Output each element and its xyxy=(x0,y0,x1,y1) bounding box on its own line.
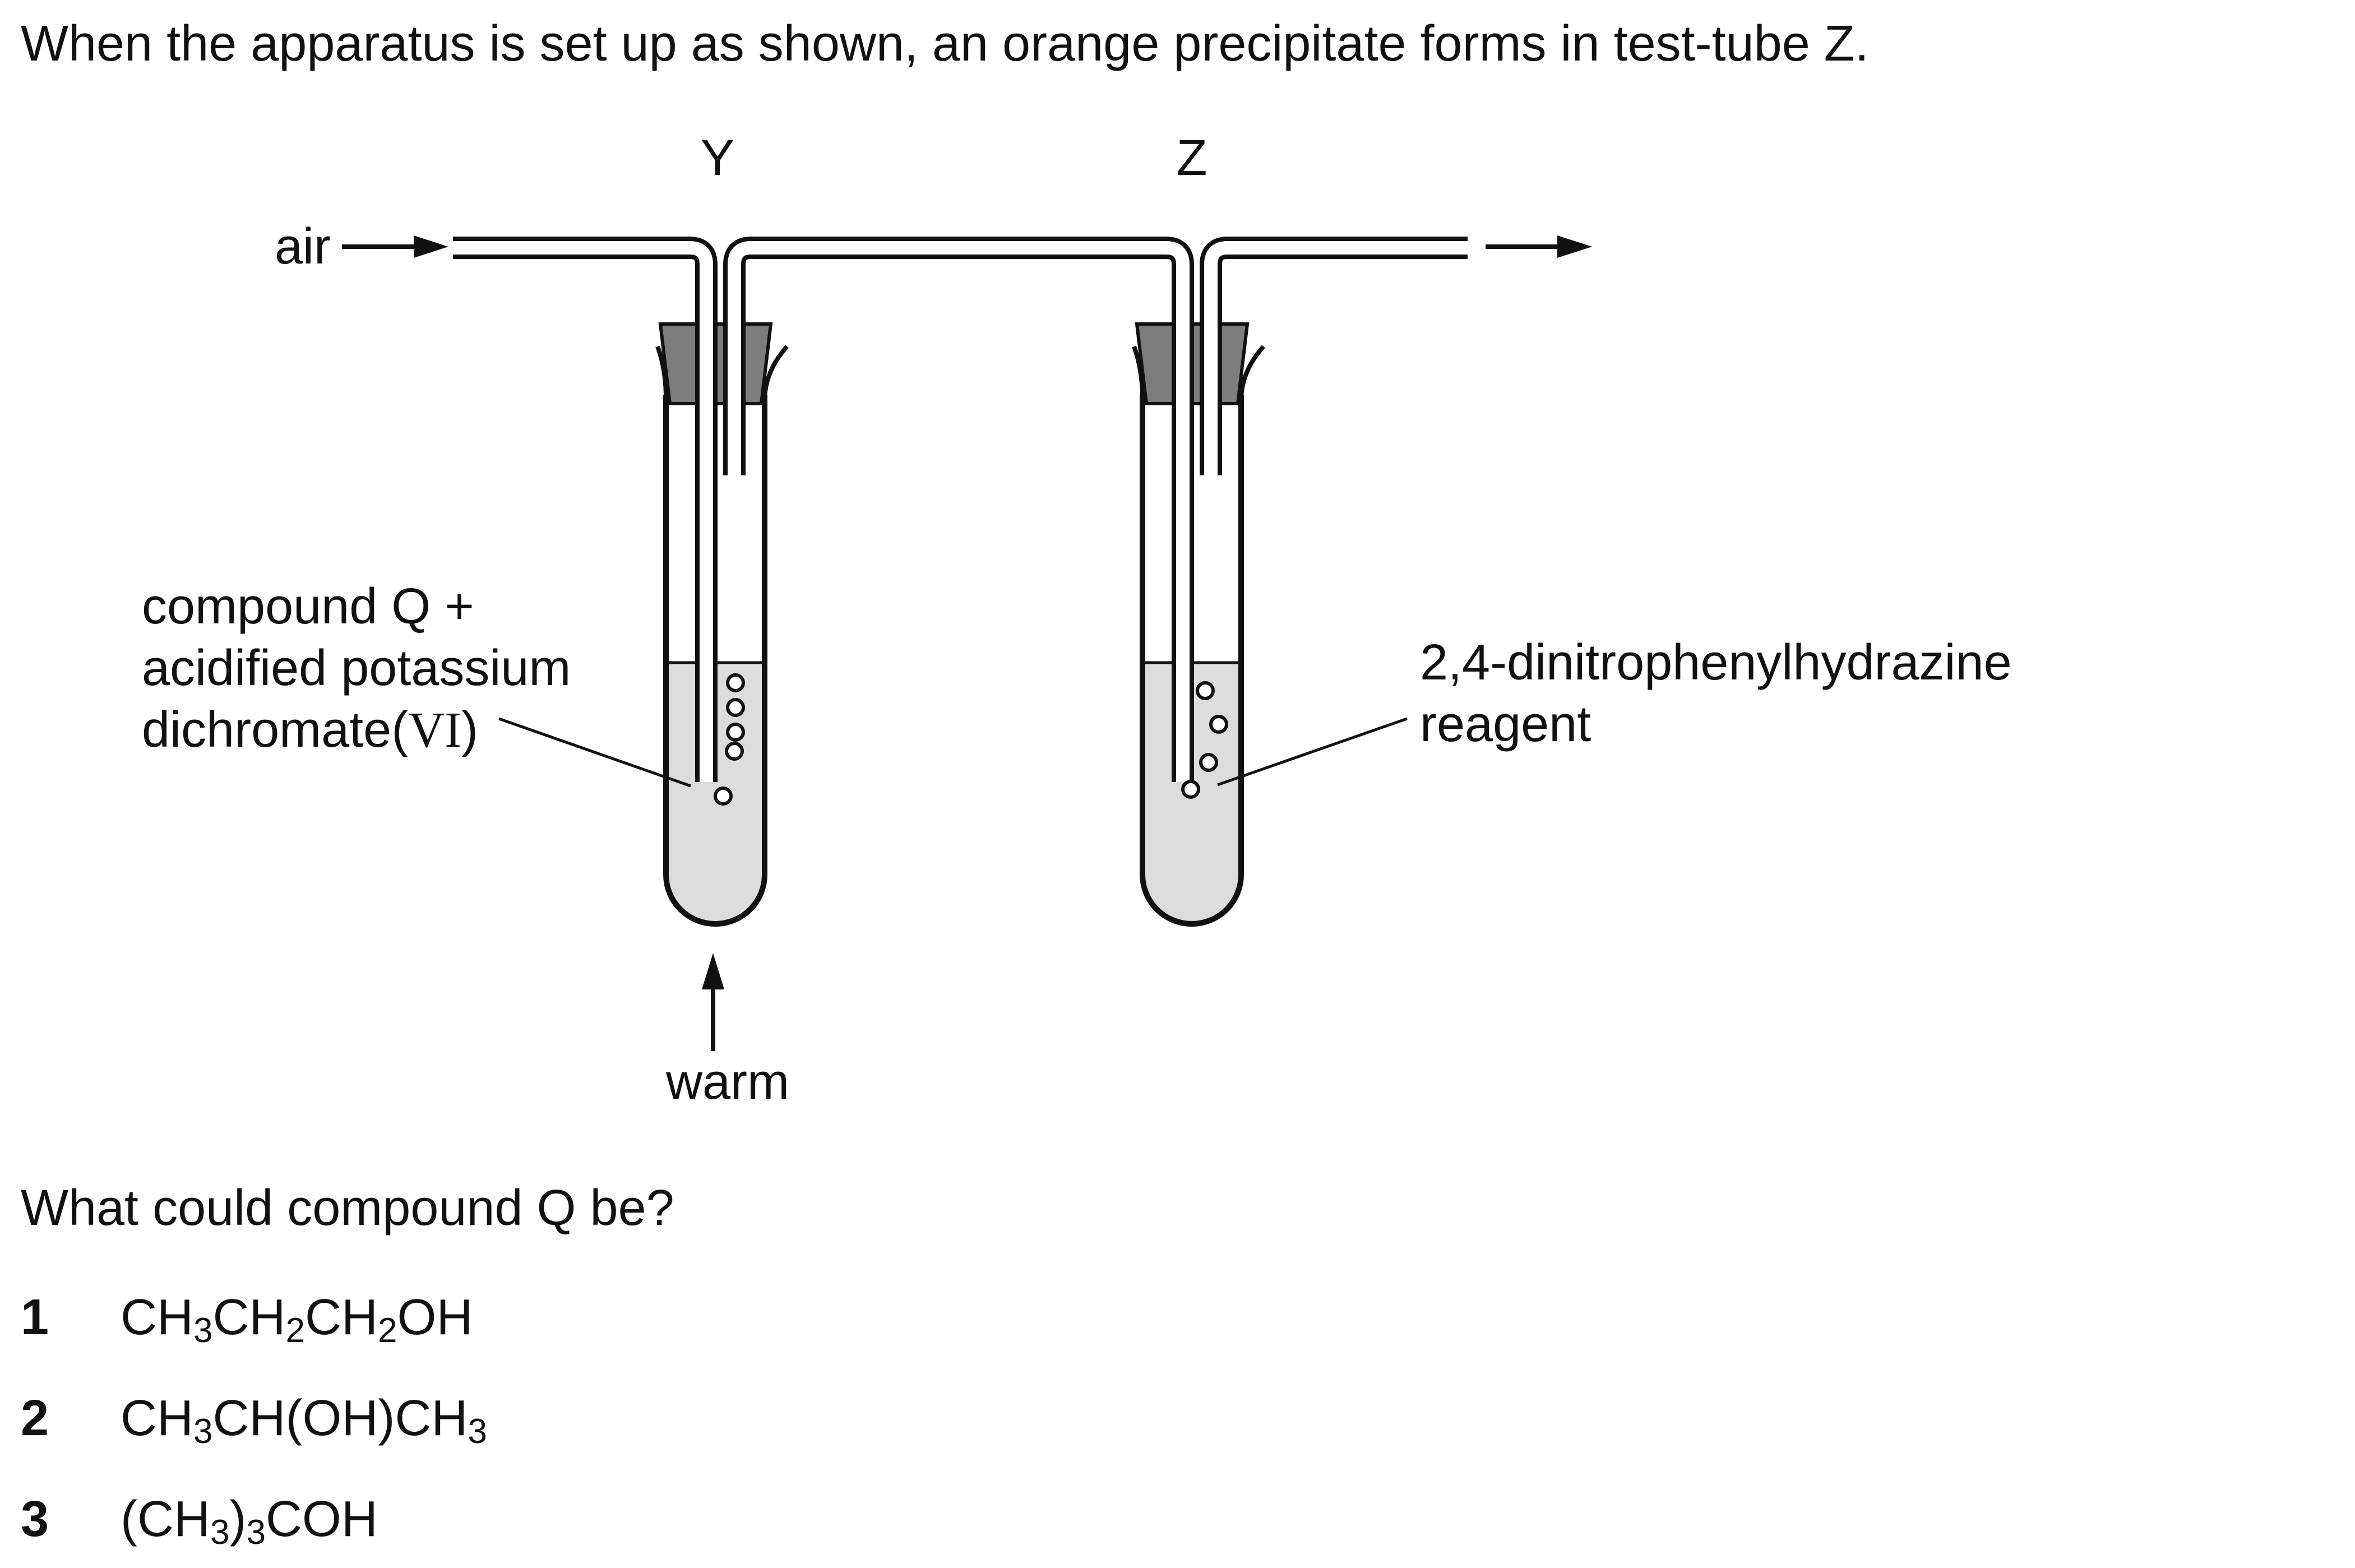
formula-part: 3 xyxy=(210,1513,230,1552)
label-warm: warm xyxy=(665,1054,789,1110)
label-z: Z xyxy=(1177,130,1207,186)
left-label-line3-end: ) xyxy=(461,702,478,758)
left-label-leader xyxy=(498,717,691,788)
test-tube-z-outline xyxy=(1140,395,1244,927)
test-tube-z xyxy=(1132,322,1265,927)
option-3-number: 3 xyxy=(21,1491,49,1547)
formula-part: 3 xyxy=(193,1311,213,1350)
outlet-arrow xyxy=(1486,235,1592,258)
left-label-line3: dichromate(VI) xyxy=(142,702,478,758)
formula-part: 2 xyxy=(285,1311,305,1350)
outlet-tube xyxy=(1200,237,1468,475)
option-1-number: 1 xyxy=(21,1289,49,1345)
option-3: 3(CH3)3COH xyxy=(21,1486,378,1553)
option-2-number: 2 xyxy=(21,1390,49,1446)
glass-tubing xyxy=(453,237,1468,782)
formula-part: 3 xyxy=(246,1513,266,1552)
air-inlet-arrow xyxy=(342,235,448,258)
left-label-line2: acidified potassium xyxy=(142,640,571,696)
test-tube-z-right-lip xyxy=(1239,345,1265,399)
formula-part: CH xyxy=(212,1289,286,1345)
warm-arrow xyxy=(702,953,724,1051)
option-2-formula: CH3CH(OH)CH3 xyxy=(121,1390,487,1449)
formula-part: 3 xyxy=(193,1412,213,1451)
left-label-line3-main: dichromate( xyxy=(142,702,408,758)
question-text: What could compound Q be? xyxy=(21,1180,674,1236)
test-tube-y-right-lip xyxy=(762,345,789,399)
label-air: air xyxy=(275,219,331,275)
formula-part: CH xyxy=(121,1390,193,1446)
formula-part: CH xyxy=(304,1289,378,1345)
right-label-leader xyxy=(1217,717,1408,787)
formula-part: ) xyxy=(229,1491,247,1547)
left-label-line1: compound Q + xyxy=(142,579,474,635)
test-tube-y-left-lip xyxy=(655,345,668,399)
test-tube-y xyxy=(655,322,789,927)
intro-text: When the apparatus is set up as shown, a… xyxy=(21,16,1869,72)
right-label-line2: reagent xyxy=(1420,696,1591,752)
test-tube-y-outline xyxy=(663,395,767,927)
label-y: Y xyxy=(701,130,734,186)
option-1-formula: CH3CH2CH2OH xyxy=(121,1289,473,1348)
bubbles-y xyxy=(714,673,745,806)
oxidation-state-roman: VI xyxy=(408,702,461,758)
formula-part: OH xyxy=(397,1289,473,1345)
formula-part: 2 xyxy=(377,1311,397,1350)
formula-part: CH(OH)CH xyxy=(212,1390,468,1446)
connecting-tube xyxy=(723,237,1194,782)
formula-part: CH xyxy=(121,1289,193,1345)
formula-part: 3 xyxy=(468,1412,487,1451)
bubbles-z xyxy=(1181,681,1228,799)
test-tube-z-left-lip xyxy=(1132,345,1145,399)
right-label-line1: 2,4-dinitrophenylhydrazine xyxy=(1420,635,2012,691)
option-3-formula: (CH3)3COH xyxy=(121,1491,378,1550)
formula-part: COH xyxy=(265,1491,378,1547)
formula-part: (CH xyxy=(121,1491,210,1547)
